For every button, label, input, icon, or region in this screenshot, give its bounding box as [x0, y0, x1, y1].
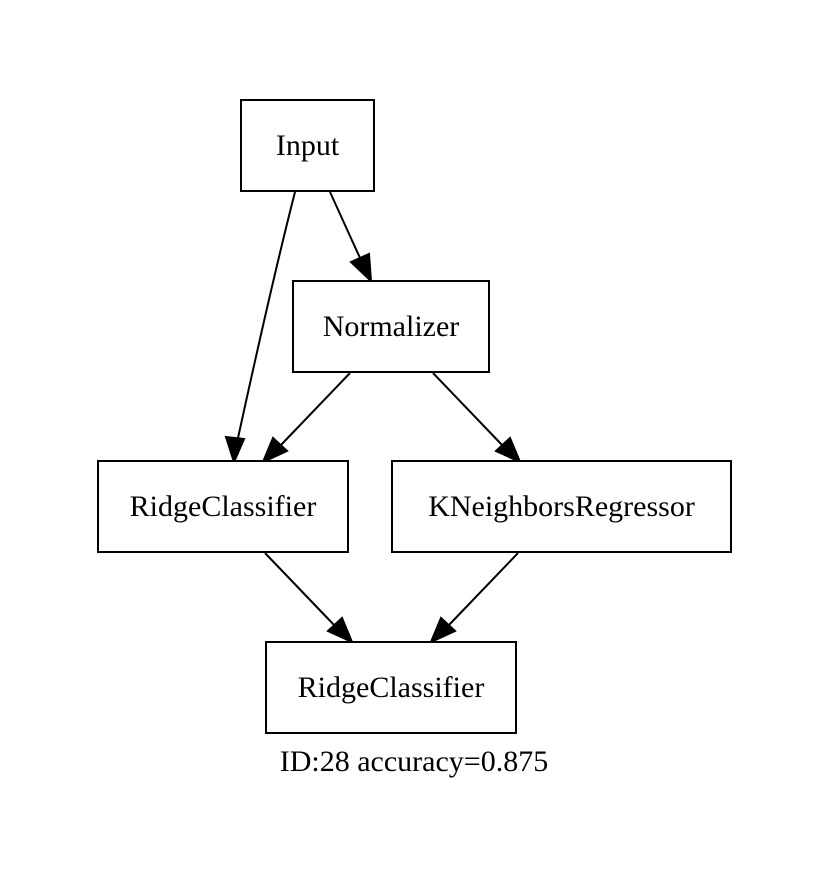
node-normalizer: Normalizer	[292, 280, 490, 373]
node-ridge-classifier-final-label: RidgeClassifier	[298, 671, 485, 704]
diagram-caption: ID:28 accuracy=0.875	[280, 745, 548, 778]
node-ridge-classifier-final: RidgeClassifier	[265, 641, 517, 734]
node-ridge-classifier-label: RidgeClassifier	[130, 490, 317, 523]
edge-normalizer-to-ridge-classifier	[261, 372, 351, 464]
edge-normalizer-to-kneighbors	[432, 372, 522, 464]
node-input: Input	[240, 99, 375, 192]
edges	[224, 191, 522, 644]
edge-ridge-classifier-to-final	[264, 552, 354, 644]
edge-input-to-ridge-classifier	[224, 191, 296, 465]
node-kneighbors-regressor-label: KNeighborsRegressor	[428, 490, 695, 523]
edge-kneighbors-to-final	[429, 552, 519, 644]
node-kneighbors-regressor: KNeighborsRegressor	[391, 460, 732, 553]
node-normalizer-label: Normalizer	[323, 310, 460, 343]
node-ridge-classifier: RidgeClassifier	[97, 460, 349, 553]
edge-input-to-normalizer	[329, 191, 373, 284]
node-input-label: Input	[276, 129, 340, 162]
